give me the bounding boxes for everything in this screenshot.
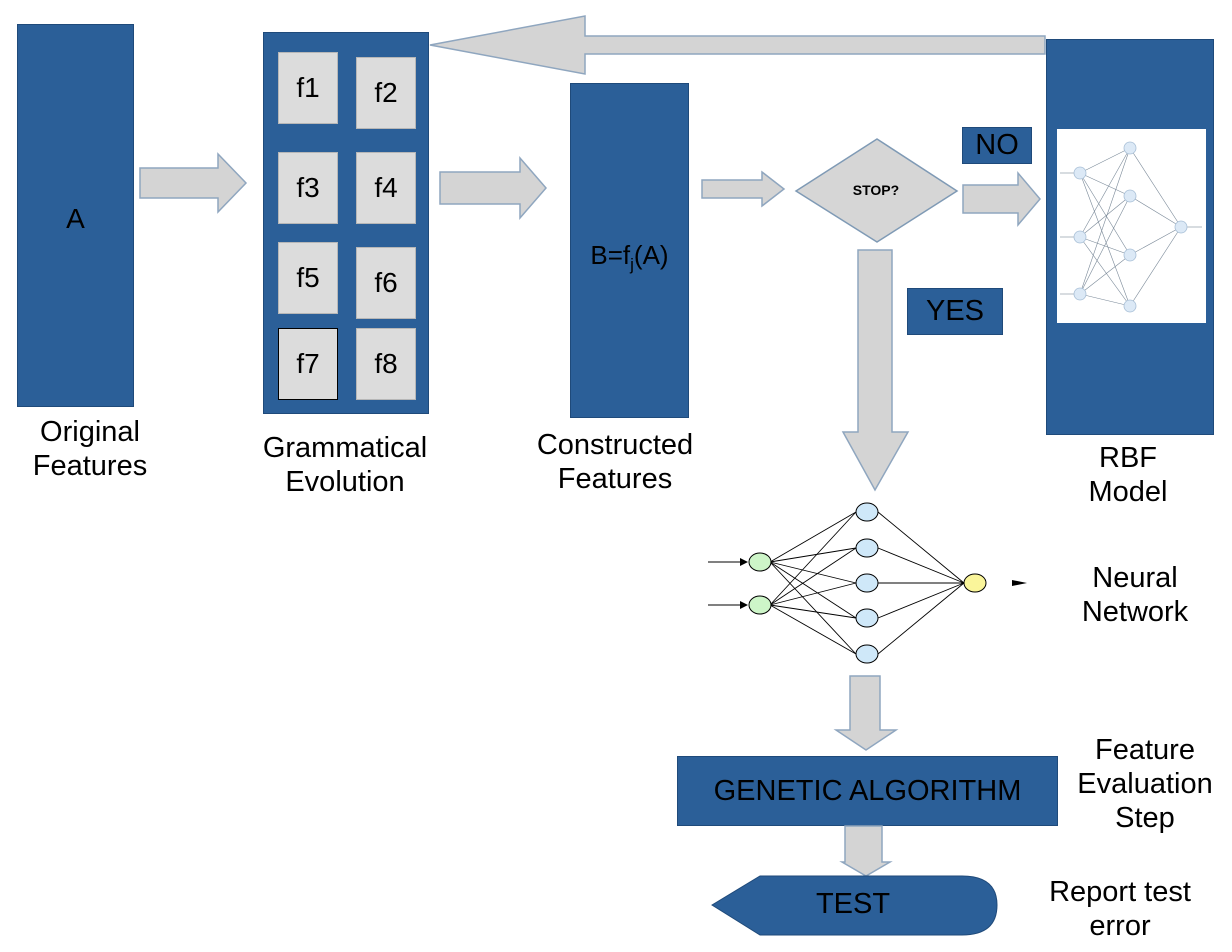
function-f4: f4 (356, 152, 416, 224)
grammatical-evolution-caption: Grammatical Evolution (245, 431, 445, 499)
report-test-caption: Report test error (1035, 875, 1205, 943)
neural-input-nodes (748, 552, 772, 615)
function-f3: f3 (278, 152, 338, 224)
yes-label: YES (925, 295, 985, 327)
neural-network-caption: Neural Network (1060, 561, 1210, 629)
original-caption-line1: Original (40, 416, 140, 448)
neural-network-arrowheads (740, 558, 1027, 609)
arrow-rbf-to-grammatical (429, 15, 1046, 75)
constructed-features-caption: Constructed Features (520, 428, 710, 496)
constructed-formula: B=fj(A) (571, 240, 688, 275)
arrow-grammatical-to-constructed (439, 155, 547, 221)
genetic-algorithm-label: GENETIC ALGORITHM (713, 775, 1022, 807)
formula-subscript: j (630, 255, 634, 275)
genetic-algorithm-box: GENETIC ALGORITHM (677, 756, 1058, 826)
arrow-network-to-genetic (833, 675, 899, 751)
stop-decision-diamond (794, 138, 959, 243)
report-caption-line1: Report test (1049, 876, 1191, 908)
neural-hidden-nodes (855, 502, 879, 664)
neural-network-edges (708, 511, 965, 655)
arrow-stop-to-rbf (962, 170, 1041, 228)
no-label-box: NO (962, 127, 1032, 164)
feature-caption-line3: Step (1115, 802, 1175, 834)
function-f5: f5 (278, 242, 338, 314)
original-features-caption: Original Features (10, 415, 170, 483)
feature-evaluation-caption: Feature Evaluation Step (1070, 733, 1220, 835)
grammatical-caption-line2: Evolution (285, 466, 405, 498)
test-label: TEST (815, 888, 891, 920)
rbf-caption-line1: RBF (1099, 442, 1157, 474)
arrow-stop-to-network (841, 249, 910, 492)
constructed-features-box: B=fj(A) (570, 83, 689, 418)
original-features-box: A (17, 24, 134, 407)
constructed-caption-line1: Constructed (536, 429, 694, 461)
original-features-symbol: A (66, 203, 85, 234)
stop-decision-label: STOP? (852, 182, 900, 198)
constructed-caption-line2: Features (557, 463, 673, 495)
neural-caption-line1: Neural (1092, 562, 1178, 594)
function-f7: f7 (278, 328, 338, 400)
rbf-caption-line2: Model (1088, 476, 1168, 508)
neural-caption-line2: Network (1081, 596, 1189, 628)
yes-label-box: YES (907, 288, 1003, 335)
feature-caption-line1: Feature (1095, 734, 1195, 766)
original-caption-line2: Features (32, 450, 148, 482)
arrow-constructed-to-stop (701, 170, 786, 208)
feature-caption-line2: Evaluation (1077, 768, 1213, 800)
rbf-mini-nodes (1073, 141, 1188, 313)
function-f2: f2 (356, 57, 416, 129)
rbf-mini-network (1060, 147, 1202, 307)
function-f1: f1 (278, 52, 338, 124)
rbf-model-caption: RBF Model (1060, 441, 1196, 509)
function-f6: f6 (356, 247, 416, 319)
function-f8: f8 (356, 328, 416, 400)
test-terminator-shape (711, 875, 998, 936)
grammatical-caption-line1: Grammatical (262, 432, 428, 464)
arrow-original-to-grammatical (139, 152, 248, 214)
formula-prefix: B=f (590, 240, 631, 270)
report-caption-line2: error (1089, 910, 1151, 942)
formula-suffix: (A) (633, 240, 669, 270)
no-label: NO (975, 129, 1019, 161)
neural-output-node (963, 573, 987, 593)
arrow-genetic-to-test (839, 825, 893, 877)
